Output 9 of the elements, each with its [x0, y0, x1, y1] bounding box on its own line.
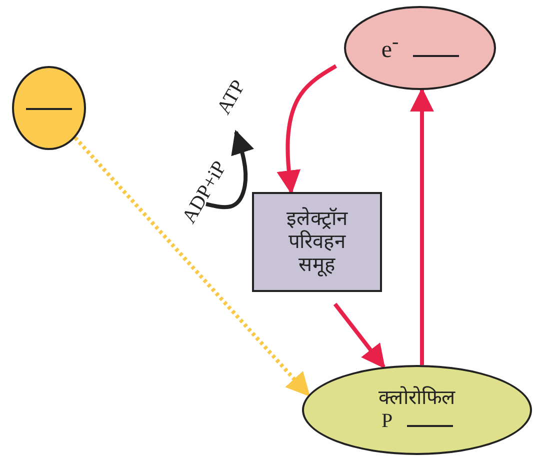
dotted-arrow — [74, 136, 310, 397]
curved-arrow — [206, 130, 254, 210]
process-box — [252, 192, 382, 292]
arrow — [410, 88, 434, 365]
arrow — [276, 64, 338, 194]
node-text: इलेक्ट्रॉन परिवहन समूह — [286, 208, 349, 276]
node-text: e$^{-}$ — [381, 31, 399, 65]
node-text: क्लोरोफिल — [378, 387, 456, 410]
node-text: P — [381, 410, 393, 433]
